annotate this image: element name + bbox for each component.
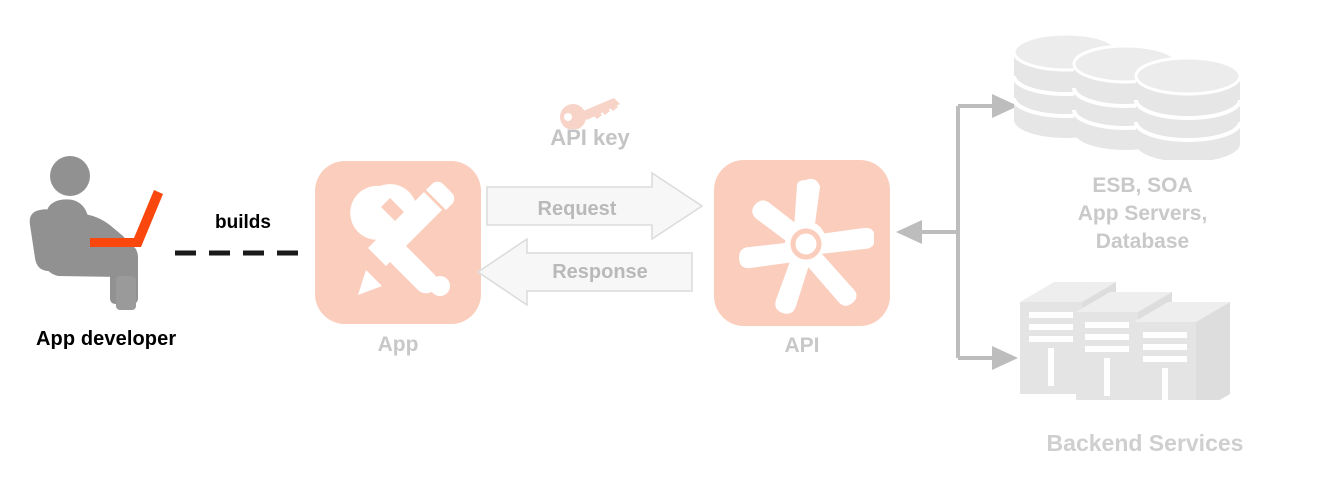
api-node[interactable] <box>714 160 890 326</box>
app-developer-group: App developer <box>20 150 200 360</box>
app-label: App <box>377 333 419 356</box>
laptop-icon <box>90 190 163 247</box>
key-icon <box>560 98 620 129</box>
wrench-and-pencil-icon <box>350 181 455 296</box>
request-label: Request <box>537 198 617 220</box>
arrowhead-top <box>992 94 1018 118</box>
left-arrow-icon <box>477 238 693 306</box>
database-label-line-2: App Servers, <box>1077 202 1208 225</box>
builds-connector-group: builds <box>168 212 318 260</box>
backend-services-label: Backend Services <box>1046 430 1244 456</box>
builds-dashed-line-icon <box>175 250 308 256</box>
database-label-line-1: ESB, SOA <box>1092 174 1193 197</box>
right-arrow-icon <box>486 172 704 240</box>
seated-person-with-laptop-icon <box>29 156 163 310</box>
database-label-line-3: Database <box>1095 230 1190 253</box>
database-label: ESB, SOA App Servers, Database <box>1010 172 1275 256</box>
api-hub-star-icon <box>739 178 874 314</box>
api-label: API <box>784 334 820 357</box>
app-developer-label: App developer <box>36 328 177 350</box>
api-key-group: API key <box>520 95 660 155</box>
bracket-connector-icon <box>896 94 1018 370</box>
builds-label: builds <box>215 212 271 233</box>
app-node[interactable] <box>315 161 481 324</box>
database-stack-icon <box>1008 30 1278 164</box>
arrowhead-bottom <box>992 346 1018 370</box>
server-rack-icon <box>1018 280 1266 414</box>
response-label: Response <box>552 261 648 283</box>
arrowhead-left <box>896 220 922 244</box>
api-key-label: API key <box>550 125 630 150</box>
